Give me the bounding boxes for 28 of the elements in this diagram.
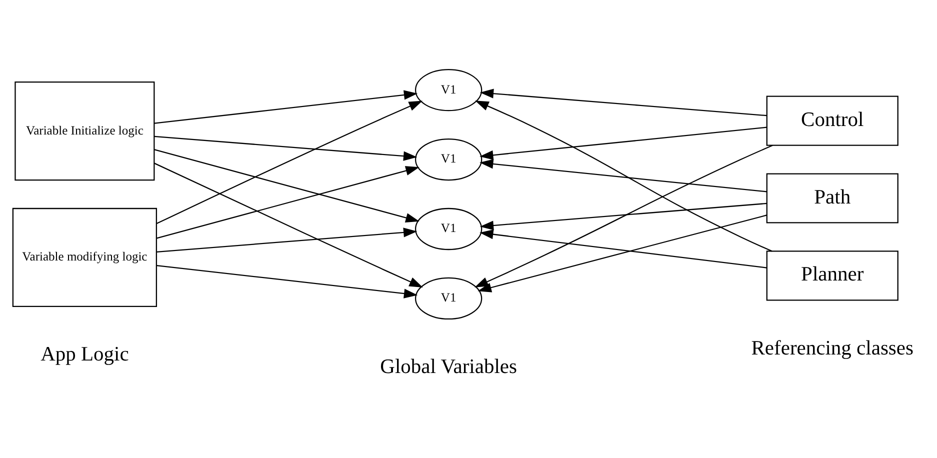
node-ellipse: V1 (414, 138, 482, 181)
arrow (480, 159, 767, 192)
arrow (475, 100, 772, 252)
node-ellipse: V1 (414, 208, 482, 250)
arrow (156, 100, 423, 224)
arrow (478, 214, 767, 292)
arrow (480, 88, 767, 116)
arrow (154, 149, 420, 222)
node-box: Variable Initialize logic (14, 82, 155, 181)
arrow (474, 144, 773, 288)
label: Global Variables (380, 356, 517, 378)
arrow (156, 264, 418, 298)
arrow (480, 230, 767, 268)
arrow (154, 136, 418, 161)
node-box: Path (766, 173, 898, 224)
arrow (480, 126, 767, 160)
arrow (156, 228, 418, 252)
arrow (480, 202, 767, 230)
arrow (154, 162, 423, 288)
arrow (156, 166, 420, 239)
label: Referencing classes (751, 338, 914, 360)
label: App Logic (40, 343, 129, 366)
node-ellipse: V1 (414, 68, 482, 112)
node-ellipse: V1 (414, 277, 482, 320)
arrow (154, 90, 418, 124)
node-box: Planner (766, 250, 898, 301)
node-box: Control (766, 96, 898, 146)
node-box: Variable modifying logic (12, 208, 158, 308)
